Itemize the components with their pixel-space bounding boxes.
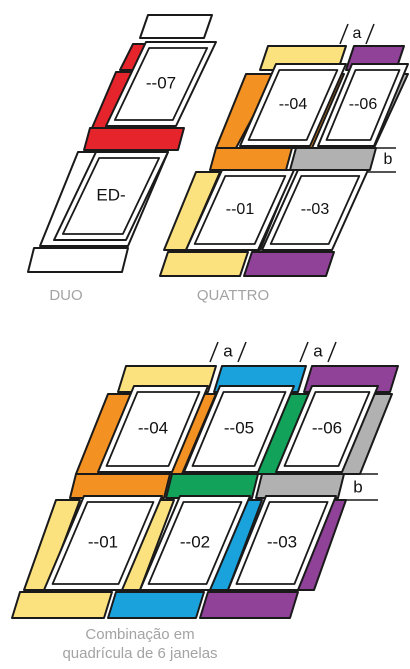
duo-bottom-flashing — [27, 247, 129, 273]
quattro-window-01-pane — [193, 175, 287, 245]
duo-middle-connector — [83, 127, 185, 151]
grid6-dim-a1-tick-right — [237, 341, 247, 363]
grid6-window-01-label: --01 — [88, 532, 118, 551]
grid6-dim-a1-tick-left — [209, 341, 219, 363]
quattro-dim-a-label: a — [353, 25, 362, 42]
grid6-window-05-label: --05 — [224, 418, 254, 437]
quattro-mid-connector-right — [289, 147, 377, 171]
grid6-window-02-label: --02 — [180, 532, 210, 551]
quattro-dim-a-tick-right — [365, 23, 375, 45]
grid6-dim-a2-tick-left — [299, 341, 309, 363]
quattro-dim-a-tick-left — [339, 23, 349, 45]
duo-window-ed-label: ED- — [96, 185, 125, 204]
grid6-dim-a2-label: a — [313, 341, 323, 360]
quattro-window-03-pane — [269, 175, 361, 245]
caption-duo: DUO — [49, 287, 83, 304]
grid6-mid-connector-right — [255, 473, 345, 499]
grid6-bottom-right — [199, 591, 299, 619]
duo-window-07-pane — [113, 47, 209, 121]
grid6-window-02-pane — [147, 501, 243, 585]
quattro-bottom-left — [159, 251, 249, 277]
quattro-window-06-pane — [325, 69, 401, 141]
grid6-dim-a2-tick-right — [327, 341, 337, 363]
grid6-window-06-pane — [283, 391, 371, 467]
grid6-window-01-pane — [51, 501, 155, 585]
quattro-window-04-pane — [247, 69, 339, 141]
quattro-window-03-label: --03 — [301, 201, 330, 218]
grid6-dim-a1-label: a — [223, 341, 233, 360]
grid6-mid-connector-left — [69, 473, 171, 499]
duo-window-ed-pane — [61, 157, 161, 235]
grid6-window-03-pane — [235, 501, 329, 585]
quattro-window-06-label: --06 — [349, 96, 378, 113]
grid6-window-03-label: --03 — [267, 532, 297, 551]
grid6-mid-connector-mid — [165, 473, 259, 499]
quattro-mid-connector-left — [209, 147, 293, 171]
quattro-window-01-label: --01 — [226, 201, 255, 218]
caption-quattro: QUATTRO — [196, 287, 270, 304]
grid6-bottom-mid — [107, 591, 205, 619]
grid6-window-05-pane — [191, 391, 287, 467]
grid6-window-06-label: --06 — [312, 418, 342, 437]
grid6-window-04-label: --04 — [138, 418, 168, 437]
quattro-window-04-label: --04 — [279, 96, 308, 113]
grid6-dim-b-label: b — [353, 477, 362, 496]
quattro-bottom-right — [243, 251, 335, 277]
duo-top-flashing — [139, 14, 213, 39]
quattro-dim-b-label: b — [384, 151, 393, 168]
grid6-window-04-pane — [105, 391, 201, 467]
caption-grid6-line2: quadrícula de 6 janelas — [62, 645, 218, 662]
grid6-bottom-left — [11, 591, 113, 619]
duo-window-07-label: --07 — [146, 73, 176, 92]
caption-grid6-line1: Combinação em — [85, 626, 195, 643]
